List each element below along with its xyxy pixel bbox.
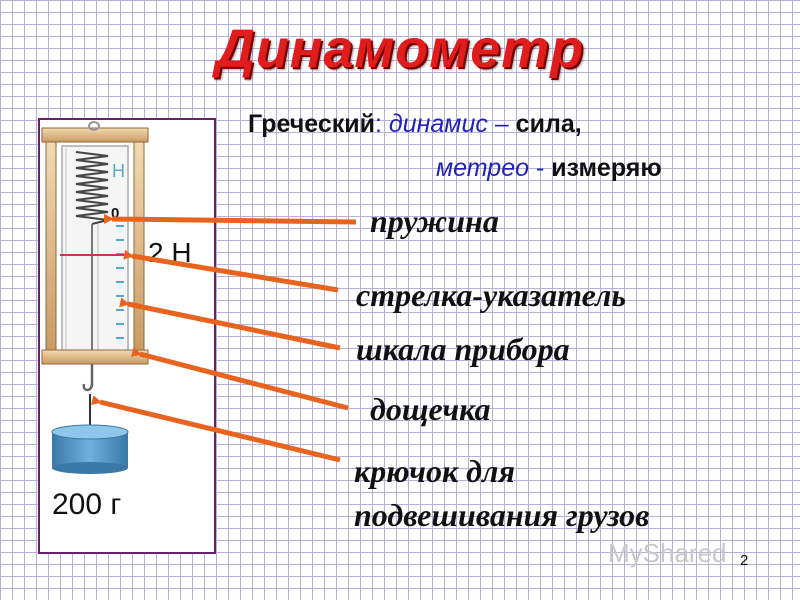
top-ring <box>88 121 100 131</box>
arrow-pointer <box>123 249 339 293</box>
arrow-hook <box>91 395 341 463</box>
etymology-meaning-force: сила, <box>515 110 582 138</box>
etymology-dash-2: - <box>535 154 545 182</box>
etymology-dash-1: – <box>494 110 509 138</box>
scale-unit-top: Н <box>112 161 125 181</box>
weight-top <box>51 424 129 440</box>
spring <box>75 151 109 225</box>
arrow-board <box>131 347 349 411</box>
etymology-term-dynamis: динамис <box>388 110 488 138</box>
page-number: 2 <box>740 552 749 569</box>
label-hook-line-2: подвешивания грузов <box>354 497 650 533</box>
top-board <box>41 127 149 143</box>
slide-title: Динамометр <box>215 19 585 79</box>
scale-zero-label: 0 <box>111 205 119 222</box>
right-rail <box>133 141 145 353</box>
weight-label: 200 г <box>52 488 121 521</box>
label-hook-line-1: крючок для <box>354 453 515 489</box>
label-spring: пружина <box>370 203 499 239</box>
etymology-term-metreo: метрео <box>436 154 530 182</box>
etymology-meaning-measure: измеряю <box>551 154 662 182</box>
arrow-scale <box>119 297 341 351</box>
label-pointer: стрелка-указатель <box>356 277 627 313</box>
arrow-spring <box>103 213 357 225</box>
scale-ticks <box>116 225 124 339</box>
etymology-colon: : <box>375 110 382 138</box>
label-scale: шкала прибора <box>356 331 570 367</box>
etymology-language: Греческий <box>248 110 376 138</box>
bottom-board <box>41 349 149 365</box>
etymology-line-2: метрео - измеряю <box>436 154 662 183</box>
etymology-line-1: Греческий: динамис – сила, <box>248 110 582 139</box>
label-board: дощечка <box>370 391 491 427</box>
left-rail <box>45 141 57 353</box>
watermark: MyShared <box>608 538 727 568</box>
weight-bottom <box>52 462 128 474</box>
hook <box>82 364 94 392</box>
